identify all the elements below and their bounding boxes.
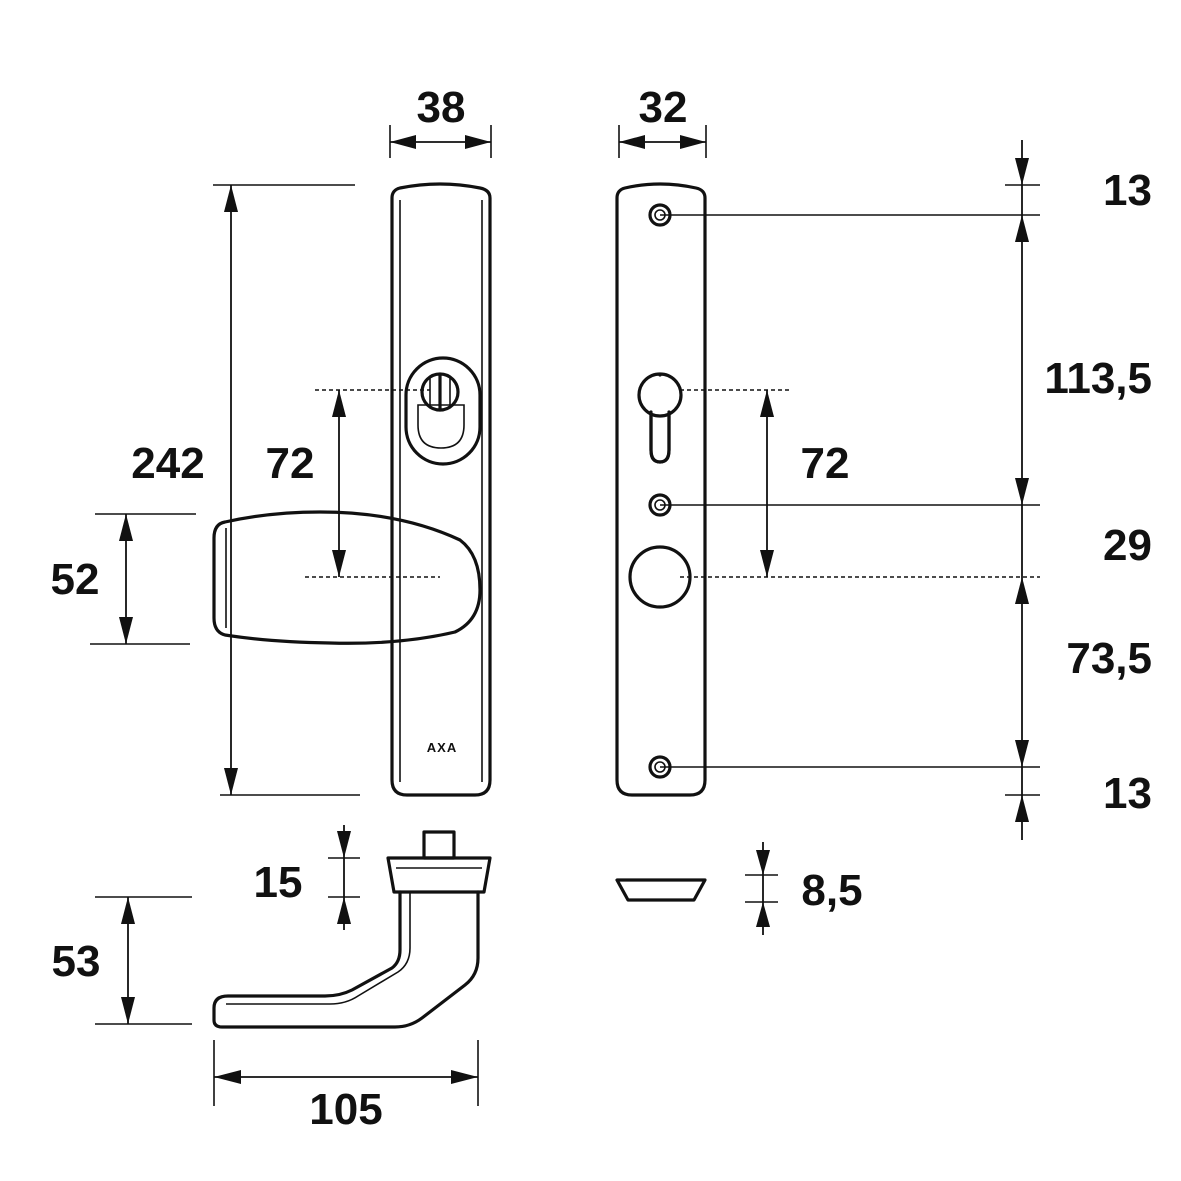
dim-screw-to-screw: 113,5 [1044, 354, 1152, 403]
brand-logo-text: AXA [427, 740, 457, 755]
rear-plate-view [615, 182, 707, 797]
front-plate-view: AXA [212, 182, 492, 797]
dim-width-rear: 32 [639, 83, 688, 132]
dim-width-front: 38 [417, 83, 466, 132]
dim-rear-plate-thickness: 8,5 [801, 866, 862, 915]
lever-side-view [212, 830, 492, 1029]
dim-handle-height: 52 [51, 555, 100, 604]
lever-rose [386, 856, 492, 894]
cylinder-keyhole [649, 373, 671, 464]
dimension-lines [90, 125, 1040, 1106]
dim-spindle-to-screw: 73,5 [1066, 634, 1152, 683]
dim-screw-to-spindle: 29 [1103, 521, 1152, 570]
front-knob [212, 510, 482, 645]
dim-rose-thickness: 15 [254, 858, 303, 907]
dimension-labels: 38 32 242 72 52 72 13 113,5 29 73,5 13 1… [51, 83, 1152, 1134]
dim-height-total: 242 [131, 439, 204, 488]
dim-distance-front: 72 [266, 439, 315, 488]
rear-plate-section [615, 878, 707, 902]
cylinder-cover [404, 356, 482, 466]
rear-plate-outline [615, 182, 707, 797]
dim-lever-projection: 105 [309, 1085, 382, 1134]
front-plate-outline [390, 182, 492, 797]
dim-bottom-offset: 13 [1103, 769, 1152, 818]
dim-lever-height: 53 [52, 937, 101, 986]
dim-top-offset: 13 [1103, 166, 1152, 215]
lever-spindle-stub [422, 830, 456, 860]
dim-distance-rear: 72 [801, 439, 850, 488]
lever-handle [212, 890, 480, 1029]
